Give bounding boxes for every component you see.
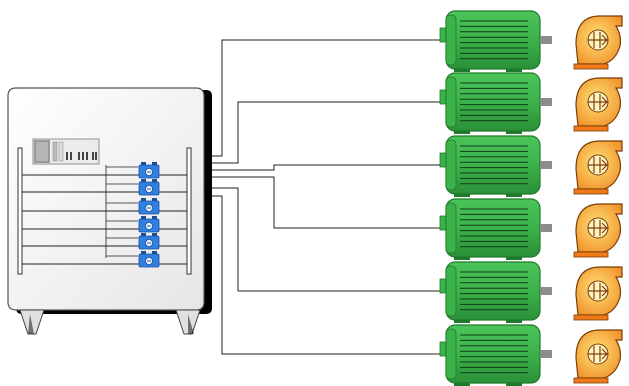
centrifugal-pump-icon [573, 15, 623, 70]
feeder-wire [204, 187, 446, 292]
motor-drive-icon [138, 216, 160, 233]
motor-drive-icon [138, 179, 160, 196]
cabinet-internal-wiring [22, 165, 187, 265]
feeder-wire [204, 101, 446, 164]
electrical-cabinet-icon [7, 87, 212, 335]
centrifugal-pump-icon [573, 203, 623, 258]
electric-motor-icon [439, 261, 552, 323]
electric-motor-icon [439, 324, 552, 386]
electric-motors [439, 10, 552, 386]
feeder-wire [204, 176, 446, 229]
cabinet-leg-left [19, 309, 45, 335]
feeder-wire [204, 195, 446, 355]
motor-drive-icon [138, 162, 160, 179]
mounting-rail-right [186, 147, 192, 275]
electric-motor-icon [439, 72, 552, 134]
centrifugal-pump-icon [573, 77, 623, 132]
centrifugal-pumps [573, 15, 623, 384]
electric-motor-icon [439, 135, 552, 197]
motor-drive-icon [138, 251, 160, 268]
feeder-wire [204, 39, 446, 157]
feeder-wire [204, 164, 446, 171]
electric-motor-icon [439, 10, 552, 72]
centrifugal-pump-icon [573, 329, 623, 384]
centrifugal-pump-icon [573, 140, 623, 195]
plc-rack-icon [32, 138, 100, 165]
centrifugal-pump-icon [573, 266, 623, 321]
feeder-wires [204, 39, 446, 355]
electric-motor-icon [439, 198, 552, 260]
motor-drive-icon [138, 233, 160, 250]
motor-drive-icon [138, 198, 160, 215]
mounting-rail-left [17, 147, 23, 275]
motor-drives [138, 162, 160, 268]
